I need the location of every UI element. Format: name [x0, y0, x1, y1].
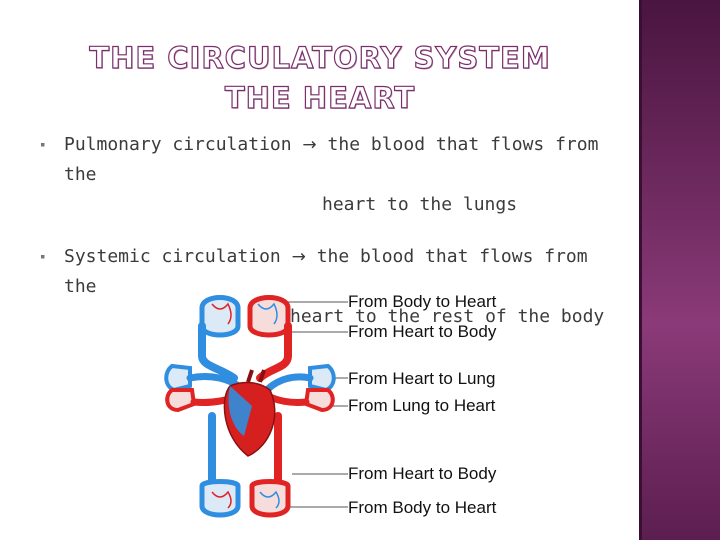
- bullet-text-continuation: heart to the lungs: [322, 194, 518, 215]
- lung-capillaries: [164, 363, 336, 413]
- diagram-label-body-to-heart-lower: From Body to Heart: [348, 498, 497, 517]
- diagram-label-heart-to-lung: From Heart to Lung: [348, 369, 496, 388]
- bullet-term: Pulmonary circulation: [64, 134, 292, 155]
- heart-icon: [223, 369, 276, 457]
- bullet-icon: ▪: [40, 252, 46, 262]
- bullet-pulmonary: ▪ Pulmonary circulation → the blood that…: [40, 130, 630, 220]
- bullet-text: the blood that flows from the: [64, 246, 588, 297]
- bullet-icon: ▪: [40, 140, 46, 150]
- decorative-sidebar: [642, 0, 720, 540]
- bullet-systemic: ▪ Systemic circulation → the blood that …: [40, 242, 630, 332]
- arrow-right-icon: →: [291, 247, 306, 267]
- upper-body-capillaries: [199, 295, 291, 338]
- diagram-label-heart-to-body-upper: From Heart to Body: [348, 322, 497, 341]
- arrow-right-icon: →: [302, 135, 317, 155]
- title-line-1: THE CIRCULATORY SYSTEM: [89, 40, 551, 75]
- diagram-label-heart-to-body-lower: From Heart to Body: [348, 464, 497, 483]
- bullet-term: Systemic circulation: [64, 246, 281, 267]
- bullet-text: the blood that flows from the: [64, 134, 599, 185]
- diagram-label-body-to-heart-upper: From Body to Heart: [348, 292, 497, 311]
- lower-body-capillaries: [199, 479, 291, 518]
- bullet-list: ▪ Pulmonary circulation → the blood that…: [40, 130, 630, 354]
- sidebar-divider: [639, 0, 642, 540]
- bullet-text-continuation: heart to the rest of the body: [290, 306, 605, 327]
- diagram-label-lung-to-heart: From Lung to Heart: [348, 396, 496, 415]
- circulatory-diagram: [164, 295, 348, 518]
- title-line-2: THE HEART: [224, 80, 416, 115]
- slide-title: THE CIRCULATORY SYSTEM THE HEART: [60, 38, 580, 118]
